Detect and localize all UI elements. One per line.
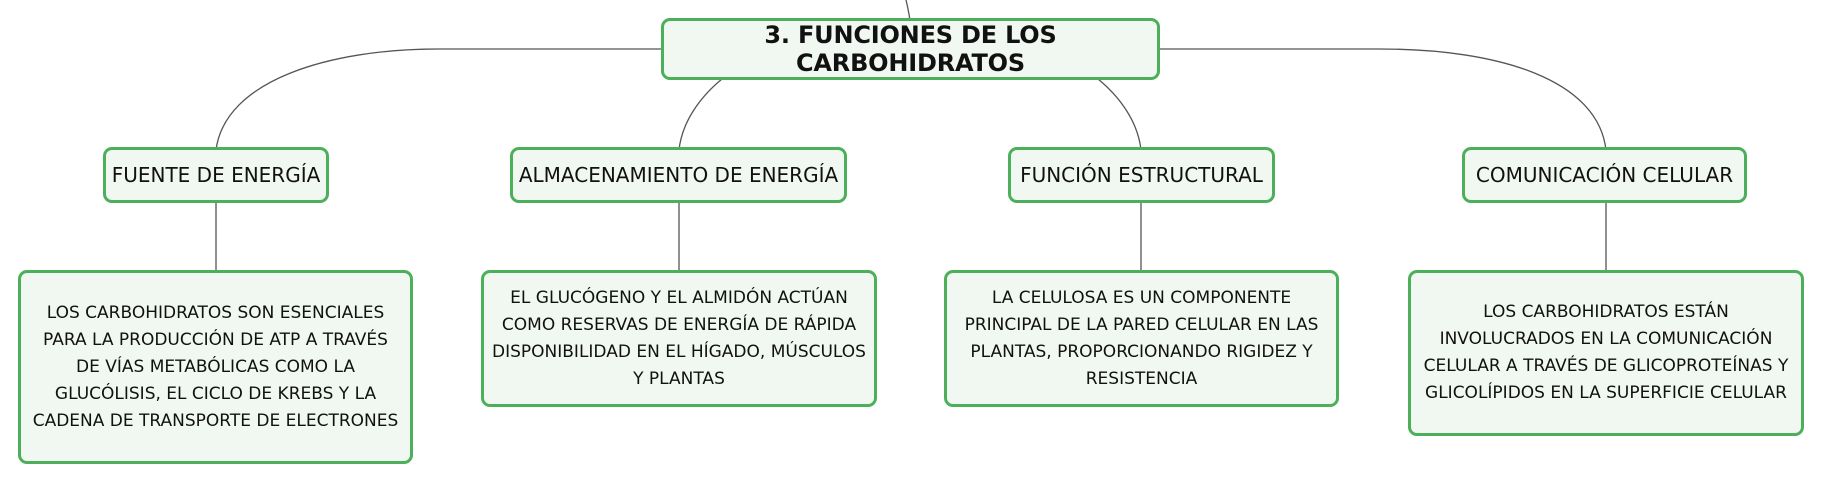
detail-funcion-estructural[interactable]: LA CELULOSA ES UN COMPONENTE PRINCIPAL D… xyxy=(944,270,1339,407)
connector-root-to-comunicacion xyxy=(1160,48,1607,151)
detail-text: EL GLUCÓGENO Y EL ALMIDÓN ACTÚAN COMO RE… xyxy=(492,287,866,389)
root-topic[interactable]: 3. FUNCIONES DE LOS CARBOHIDRATOS xyxy=(661,18,1160,80)
topic-almacenamiento-de-energia[interactable]: ALMACENAMIENTO DE ENERGÍA xyxy=(510,147,847,203)
topic-label: FUNCIÓN ESTRUCTURAL xyxy=(1020,163,1263,187)
topic-fuente-de-energia[interactable]: FUENTE DE ENERGÍA xyxy=(103,147,329,203)
connector-from-parent xyxy=(905,0,911,21)
detail-almacenamiento-de-energia[interactable]: EL GLUCÓGENO Y EL ALMIDÓN ACTÚAN COMO RE… xyxy=(481,270,877,407)
detail-fuente-de-energia[interactable]: LOS CARBOHIDRATOS SON ESENCIALES PARA LA… xyxy=(18,270,413,464)
topic-comunicacion-celular[interactable]: COMUNICACIÓN CELULAR xyxy=(1462,147,1747,203)
root-topic-label: 3. FUNCIONES DE LOS CARBOHIDRATOS xyxy=(764,21,1057,77)
topic-funcion-estructural[interactable]: FUNCIÓN ESTRUCTURAL xyxy=(1008,147,1275,203)
topic-label: COMUNICACIÓN CELULAR xyxy=(1475,163,1734,187)
connector-root-to-fuente xyxy=(215,48,664,151)
detail-text: LOS CARBOHIDRATOS ESTÁN INVOLUCRADOS EN … xyxy=(1423,302,1789,403)
topic-label: ALMACENAMIENTO DE ENERGÍA xyxy=(518,163,839,187)
detail-comunicacion-celular[interactable]: LOS CARBOHIDRATOS ESTÁN INVOLUCRADOS EN … xyxy=(1408,270,1804,436)
connector-root-to-estructural xyxy=(1097,78,1142,151)
connector-root-to-almacenamiento xyxy=(678,78,723,151)
detail-text: LA CELULOSA ES UN COMPONENTE PRINCIPAL D… xyxy=(964,287,1319,389)
detail-text: LOS CARBOHIDRATOS SON ESENCIALES PARA LA… xyxy=(32,302,399,431)
topic-label: FUENTE DE ENERGÍA xyxy=(111,163,321,187)
